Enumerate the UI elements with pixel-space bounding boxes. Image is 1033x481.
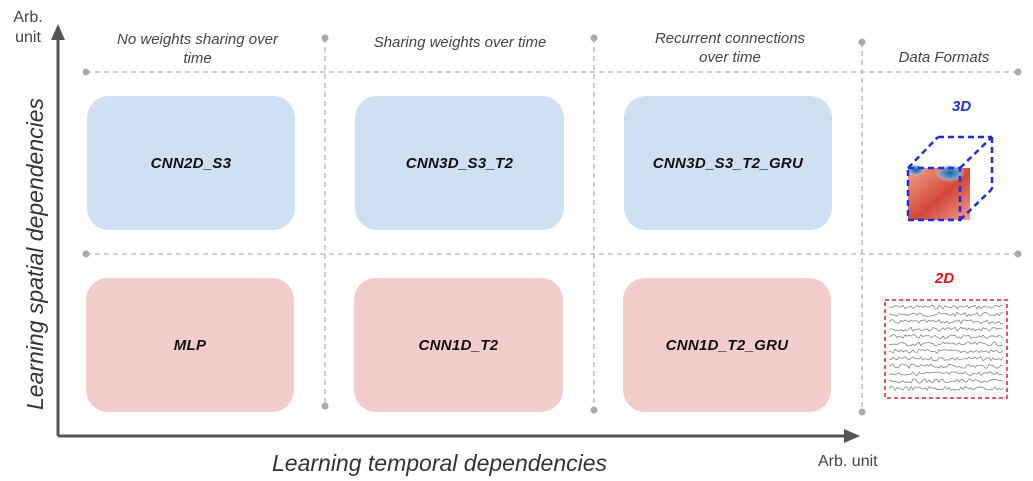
- column-header-no-weight-sharing: No weights sharing over time: [117, 31, 278, 67]
- signal-trace: [888, 356, 1004, 362]
- model-label: CNN1D_T2_GRU: [665, 336, 789, 354]
- signal-trace: [889, 304, 1004, 310]
- data-format-2d-signals: [884, 299, 1008, 399]
- model-box-cnn1d-t2: CNN1D_T2: [354, 278, 563, 412]
- model-label: CNN1D_T2: [418, 336, 499, 354]
- signal-trace: [888, 311, 1004, 318]
- signal-trace: [888, 326, 1004, 332]
- x-axis-unit: Arb. unit: [818, 453, 878, 470]
- data-format-3d-label: 3D: [952, 98, 972, 115]
- signal-trace: [888, 319, 1004, 325]
- signal-trace: [888, 363, 1004, 370]
- column-header-sharing-weights: Sharing weights over time: [373, 34, 547, 51]
- model-box-cnn1d-t2-gru: CNN1D_T2_GRU: [623, 278, 831, 412]
- model-label: CNN3D_S3_T2: [405, 154, 514, 172]
- model-label: MLP: [173, 336, 207, 354]
- signal-trace: [888, 341, 1004, 347]
- model-label: CNN3D_S3_T2_GRU: [652, 154, 804, 172]
- column-header-recurrent-connections: Recurrent connections over time: [654, 30, 806, 66]
- signal-trace: [888, 371, 1004, 377]
- signal-trace: [888, 348, 1004, 354]
- model-box-cnn3d-s3-t2: CNN3D_S3_T2: [355, 96, 564, 230]
- y-axis: [51, 24, 65, 436]
- y-axis-label: Learning spatial dependencies: [22, 97, 48, 410]
- grid-lines: [82, 34, 1022, 416]
- model-box-mlp: MLP: [86, 278, 294, 412]
- x-axis-label: Learning temporal dependencies: [272, 450, 608, 476]
- model-box-cnn3d-s3-t2-gru: CNN3D_S3_T2_GRU: [624, 96, 832, 230]
- model-label: CNN2D_S3: [150, 154, 232, 172]
- signal-trace: [888, 378, 1004, 384]
- column-header-data-formats: Data Formats: [898, 49, 990, 66]
- model-box-cnn2d-s3: CNN2D_S3: [87, 96, 295, 230]
- signal-trace: [888, 334, 1004, 340]
- x-axis: [58, 429, 860, 443]
- data-format-2d-label: 2D: [935, 270, 955, 287]
- y-axis-unit: Arb. unit: [13, 9, 43, 46]
- data-format-3d-cube: [906, 135, 994, 222]
- signal-trace: [888, 385, 1004, 392]
